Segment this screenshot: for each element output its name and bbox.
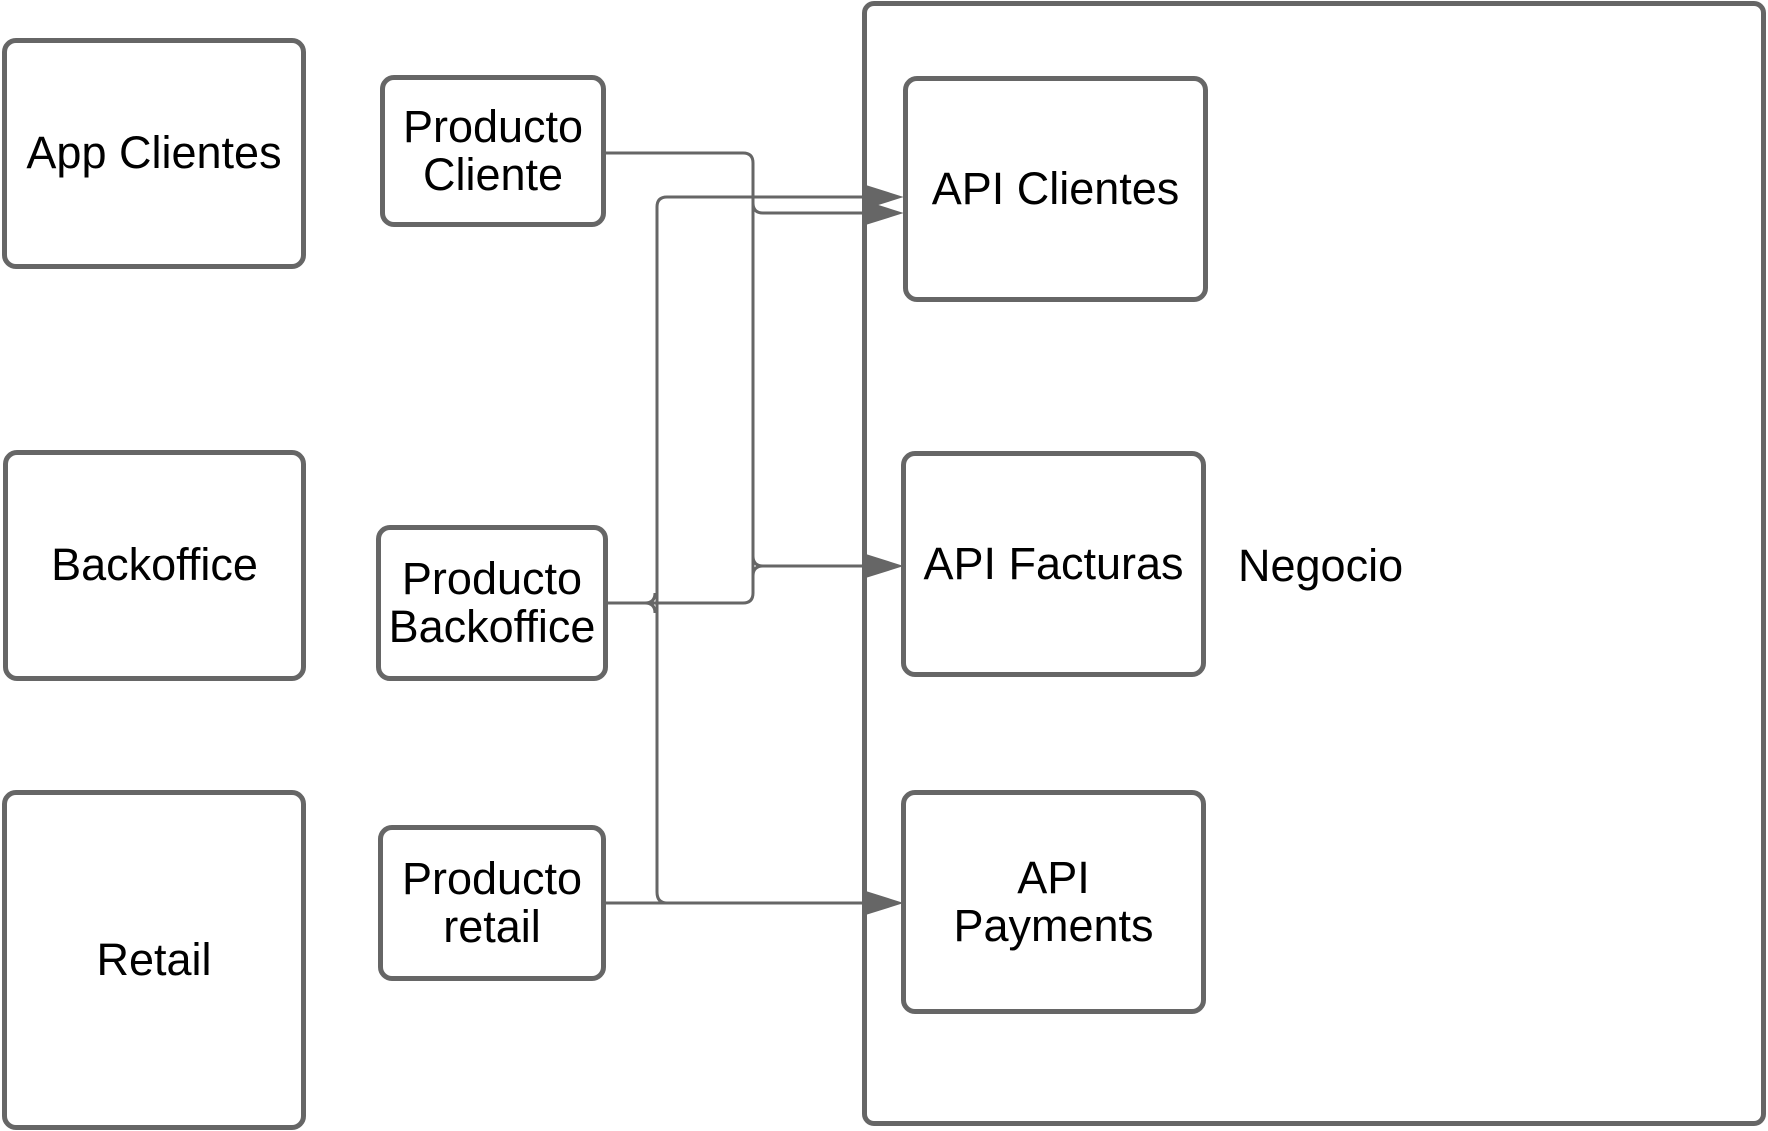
arrowhead-api-clientes-lower	[863, 200, 904, 226]
node-api-payments-label: API Payments	[953, 851, 1154, 951]
node-producto-backoffice[interactable]: Producto Backoffice	[376, 525, 608, 681]
node-api-clientes[interactable]: API Clientes	[903, 76, 1208, 302]
edge-producto-backoffice-trunk[interactable]	[644, 184, 904, 905]
node-producto-cliente[interactable]: Producto Cliente	[380, 75, 606, 227]
node-app-clientes-label: App Clientes	[26, 127, 282, 179]
node-api-facturas-label: API Facturas	[923, 537, 1184, 589]
junction-curve-up	[644, 592, 657, 605]
negocio-container-label: Negocio	[1238, 540, 1404, 591]
node-producto-backoffice-label: Producto Backoffice	[388, 552, 596, 652]
junction-curve-down	[644, 601, 657, 614]
node-producto-retail[interactable]: Producto retail	[378, 825, 606, 981]
edge-producto-cliente-trunk[interactable]	[603, 151, 904, 605]
connector-backoffice-vertical-trunk	[655, 195, 880, 905]
node-api-facturas[interactable]: API Facturas	[901, 451, 1206, 677]
connector-branch-api-facturas	[751, 555, 880, 568]
arrowhead-api-payments	[863, 890, 904, 916]
node-producto-cliente-label: Producto Cliente	[402, 100, 584, 200]
node-retail[interactable]: Retail	[2, 790, 306, 1130]
node-api-payments[interactable]: API Payments	[901, 790, 1206, 1014]
node-producto-retail-label: Producto retail	[401, 852, 583, 952]
arrowhead-api-clientes-upper	[863, 184, 904, 210]
node-backoffice[interactable]: Backoffice	[3, 450, 306, 681]
node-api-clientes-label: API Clientes	[931, 162, 1180, 214]
arrowhead-api-facturas	[863, 553, 904, 579]
node-backoffice-label: Backoffice	[51, 539, 258, 591]
connector-cliente-backoffice-trunk	[603, 151, 755, 605]
connector-branch-api-clientes-lower	[751, 202, 880, 215]
connector-branch-api-facturas-from-below	[751, 564, 764, 577]
edge-producto-retail[interactable]	[605, 890, 904, 916]
node-retail-label: Retail	[96, 933, 212, 985]
node-app-clientes[interactable]: App Clientes	[2, 38, 306, 269]
